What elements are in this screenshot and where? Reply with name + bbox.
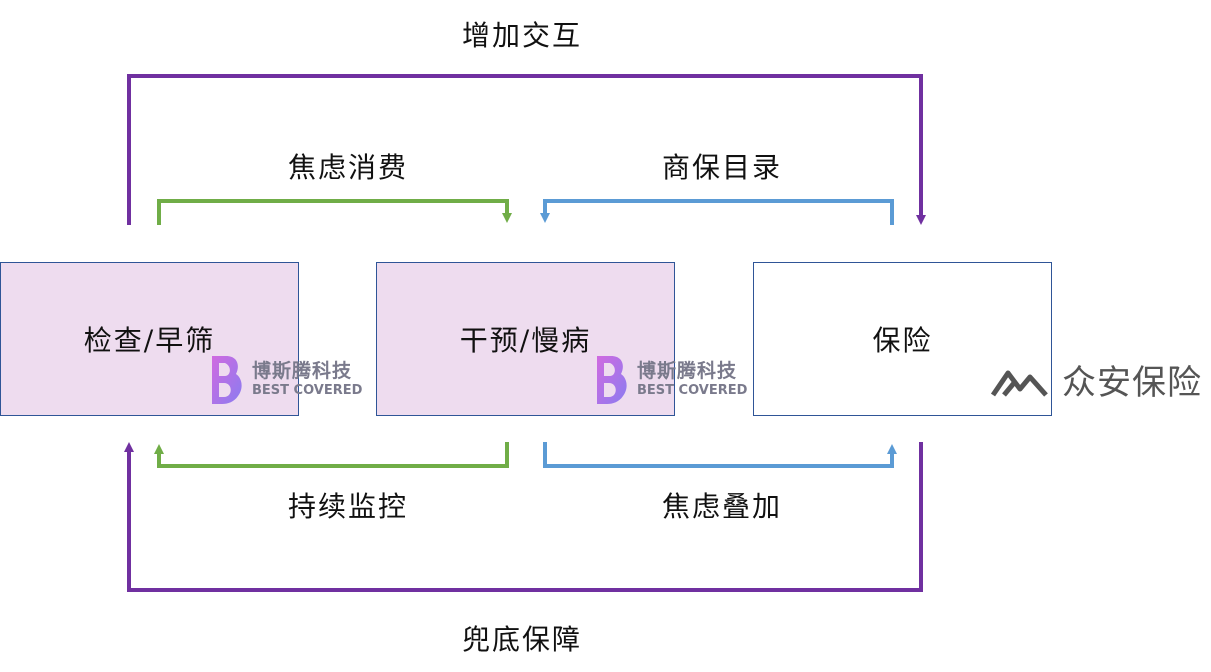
intervene-to-insurance-arrow: [543, 442, 897, 468]
best-en-text: BEST COVERED: [252, 383, 363, 398]
zhongan-text: 众安保险: [1062, 363, 1202, 403]
best-covered-watermark-2: 博斯腾科技 BEST COVERED: [593, 354, 747, 406]
top-loop-label: 增加交互: [462, 19, 583, 52]
b-letter-logo-icon: [212, 356, 242, 404]
b-letter-logo-icon: [597, 356, 627, 404]
best-cn-text-2: 博斯腾科技: [637, 360, 738, 382]
zhongan-watermark: 众安保险: [990, 355, 1202, 404]
best-en-text-2: BEST COVERED: [637, 383, 748, 398]
check-to-intervene-label: 焦虑消费: [288, 151, 409, 184]
insurance-to-intervene-label: 商保目录: [662, 151, 783, 184]
bottom-loop-label: 兜底保障: [462, 623, 583, 656]
zhongan-logo-icon: [990, 370, 1048, 397]
check-node-label: 检查/早筛: [83, 324, 216, 357]
insurance-node-label: 保险: [872, 324, 933, 357]
intervene-to-check-arrow: [154, 442, 509, 468]
check-to-intervene-arrow: [157, 199, 512, 225]
insurance-to-intervene-arrow: [540, 199, 894, 225]
insurance-node: 保险: [753, 262, 1052, 416]
best-cn-text: 博斯腾科技: [252, 360, 353, 382]
intervene-to-check-label: 持续监控: [288, 490, 409, 523]
bottom-loop-arrow: [124, 442, 923, 592]
best-covered-watermark: 博斯腾科技 BEST COVERED: [208, 354, 362, 406]
intervene-to-insurance-label: 焦虑叠加: [662, 490, 783, 523]
top-loop-arrow: [127, 74, 926, 225]
intervene-node-label: 干预/慢病: [459, 324, 592, 357]
check-node: 检查/早筛: [0, 262, 299, 416]
